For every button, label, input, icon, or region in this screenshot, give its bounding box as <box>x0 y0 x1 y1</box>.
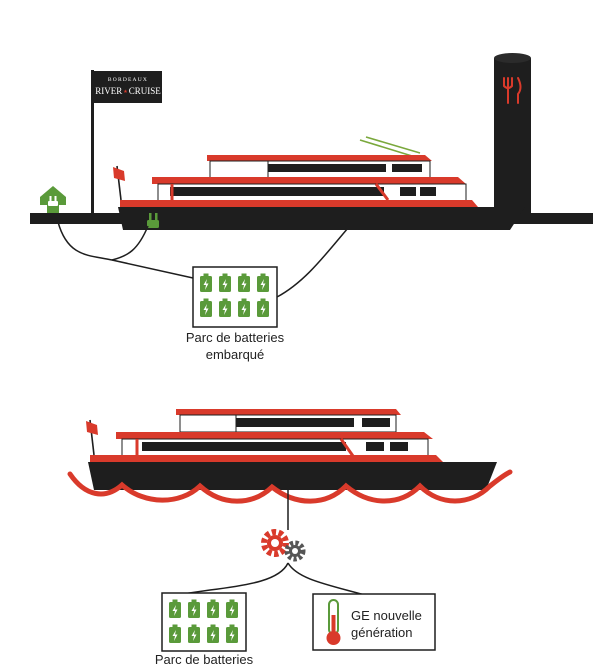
battery-bolt-icon <box>207 599 219 618</box>
generator-box <box>312 593 436 651</box>
propulsion-cables <box>161 490 373 598</box>
brand-banner <box>94 71 162 103</box>
brand-flag-line1: BORDEAUX <box>108 77 148 83</box>
generator-label-line1: GE nouvelle <box>351 608 422 623</box>
onboard-battery-label-line1: Parc de batteries <box>185 330 285 345</box>
sailing-boat <box>67 409 513 504</box>
battery-bolt-icon <box>200 273 212 292</box>
onboard-battery-label-line2: embarqué <box>205 347 265 362</box>
restaurant-tower <box>494 53 531 215</box>
fork-knife-icon <box>503 77 522 104</box>
battery-bolt-icon <box>238 273 250 292</box>
bottom-battery-label: Parc de batteries <box>154 652 254 667</box>
brand-flag-line2: RIVER★CRUISE <box>95 86 161 96</box>
battery-bolt-icon <box>169 624 181 643</box>
top-scene: BORDEAUX RIVER★CRUISE <box>30 53 593 328</box>
battery-bolt-icon <box>257 273 269 292</box>
bottom-scene <box>67 409 513 652</box>
battery-bolt-icon <box>219 273 231 292</box>
onboard-battery-label: Parc de batteries embarqué <box>150 329 320 363</box>
battery-bolt-icon <box>226 599 238 618</box>
battery-bolt-icon <box>219 298 231 317</box>
bottom-battery-pack <box>161 592 247 652</box>
battery-bolt-icon <box>207 624 219 643</box>
power-cables <box>57 221 349 298</box>
gears-icon <box>261 529 306 562</box>
battery-bolt-icon <box>200 298 212 317</box>
battery-bolt-icon <box>188 599 200 618</box>
battery-bolt-icon <box>238 298 250 317</box>
water-waves <box>67 469 513 504</box>
battery-bolt-icon <box>257 298 269 317</box>
generator-label: GE nouvelle génération <box>351 607 431 641</box>
battery-bolt-icon <box>188 624 200 643</box>
plug-icon <box>147 213 159 228</box>
onboard-battery-pack <box>192 266 278 328</box>
thermometer-icon <box>326 599 341 645</box>
brand-flag: BORDEAUX RIVER★CRUISE <box>91 70 162 214</box>
generator-label-line2: génération <box>351 625 413 640</box>
battery-bolt-icon <box>226 624 238 643</box>
docked-boat <box>113 136 525 230</box>
house-plug-icon <box>40 186 66 213</box>
battery-bolt-icon <box>169 599 181 618</box>
